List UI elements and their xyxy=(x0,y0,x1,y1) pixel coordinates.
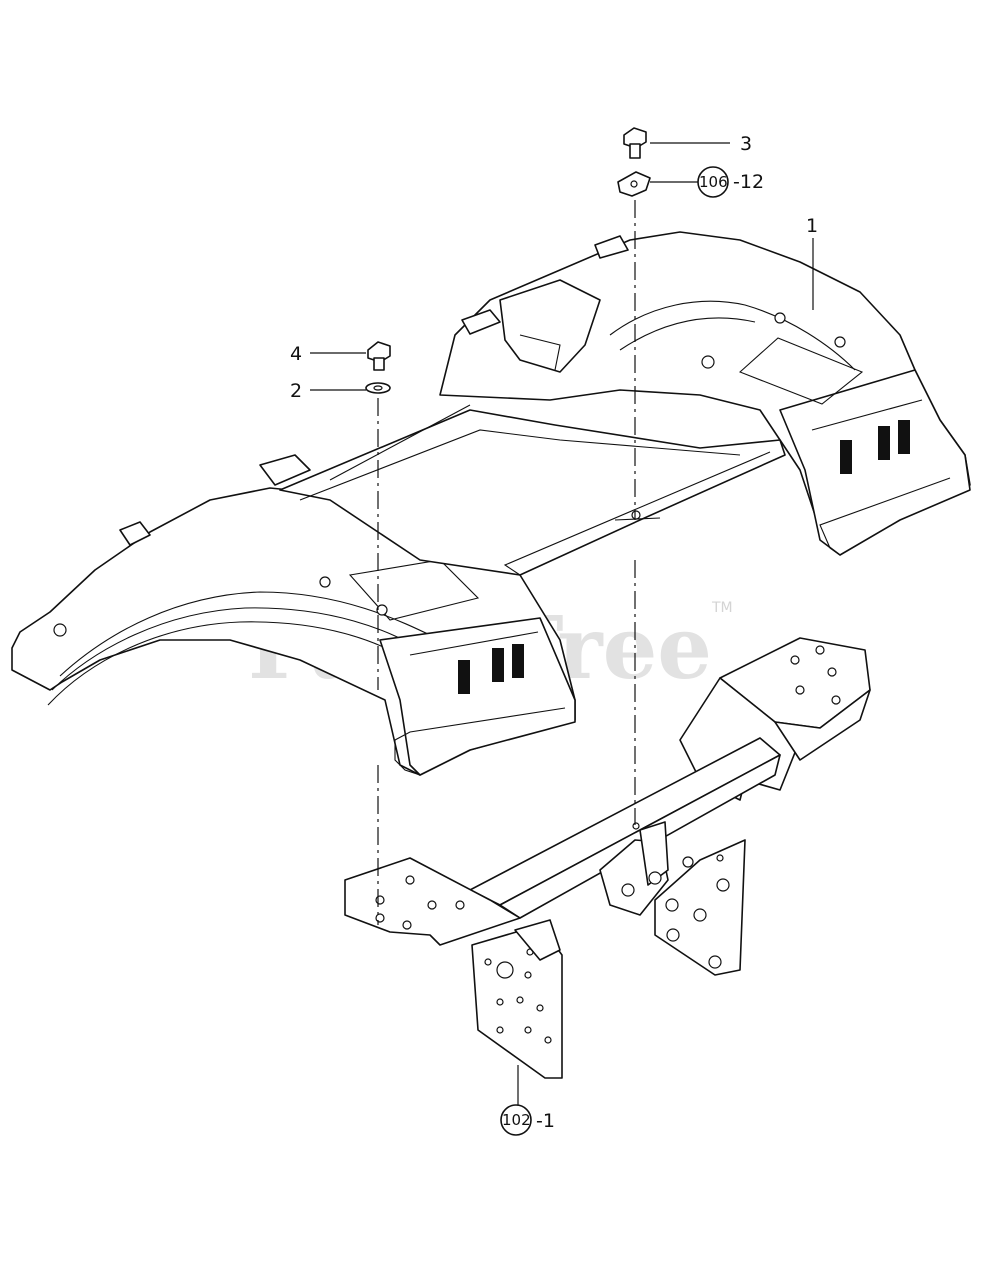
hitch-pin-hole xyxy=(621,883,635,897)
frame-bolt-hole xyxy=(544,1036,552,1044)
ref-106-number: 106 xyxy=(699,173,728,191)
frame-bolt-hole xyxy=(790,655,800,665)
callout-1: 1 xyxy=(806,215,818,237)
ref-102-suffix: -1 xyxy=(536,1110,555,1132)
frame-bolt-hole xyxy=(708,955,722,969)
frame-bolt-hole xyxy=(716,878,730,892)
ref-102-number: 102 xyxy=(502,1111,531,1129)
ref-106-suffix: -12 xyxy=(733,171,764,193)
right-vent-slot xyxy=(878,426,890,460)
watermark-trademark: TM xyxy=(711,600,733,616)
left-vent-slot xyxy=(458,660,470,694)
bolt-3[interactable] xyxy=(623,127,647,159)
ref-circle-106 xyxy=(697,166,729,198)
hitch-frame[interactable] xyxy=(344,637,871,1079)
frame-bolt-hole xyxy=(402,920,412,930)
frame-bolt-hole xyxy=(516,996,524,1004)
frame-bolt-hole xyxy=(831,695,841,705)
frame-bolt-hole xyxy=(536,1004,544,1012)
frame-bolt-hole xyxy=(682,856,694,868)
callout-2: 2 xyxy=(290,380,302,402)
frame-bolt-hole xyxy=(632,822,640,830)
frame-bolt-hole xyxy=(665,898,679,912)
frame-bolt-hole xyxy=(405,875,415,885)
frame-bolt-hole xyxy=(496,1026,504,1034)
right-vent-slot xyxy=(840,440,852,474)
frame-bolt-hole xyxy=(375,913,385,923)
frame-bolt-hole xyxy=(815,645,825,655)
bolt-4[interactable] xyxy=(367,341,391,371)
mounting-hole xyxy=(53,623,67,637)
frame-bolt-hole xyxy=(795,685,805,695)
frame-bolt-hole xyxy=(827,667,837,677)
ref-circle-102 xyxy=(500,1104,532,1136)
frame-bolt-hole xyxy=(716,854,724,862)
clip-106-12[interactable] xyxy=(617,171,651,197)
hitch-pin-hole xyxy=(648,871,662,885)
frame-bolt-hole xyxy=(496,998,504,1006)
frame-bolt-hole xyxy=(484,958,492,966)
frame-bolt-hole xyxy=(666,928,680,942)
mounting-hole xyxy=(319,576,331,588)
frame-bolt-hole xyxy=(427,900,437,910)
frame-bolt-hole xyxy=(455,900,465,910)
rear-fender[interactable] xyxy=(11,231,971,776)
mounting-hole xyxy=(701,355,715,369)
frame-bolt-hole xyxy=(524,1026,532,1034)
frame-bolt-hole xyxy=(375,895,385,905)
frame-bolt-hole xyxy=(496,961,514,979)
mounting-hole xyxy=(834,336,846,348)
washer-2[interactable] xyxy=(365,382,391,394)
mounting-hole xyxy=(774,312,786,324)
left-vent-slot xyxy=(492,648,504,682)
mounting-hole xyxy=(631,510,641,520)
frame-bolt-hole xyxy=(693,908,707,922)
right-vent-slot xyxy=(898,420,910,454)
callout-3: 3 xyxy=(740,133,752,155)
frame-bolt-hole xyxy=(524,971,532,979)
callout-4: 4 xyxy=(290,343,302,365)
mounting-hole xyxy=(376,604,388,616)
left-vent-slot xyxy=(512,644,524,678)
